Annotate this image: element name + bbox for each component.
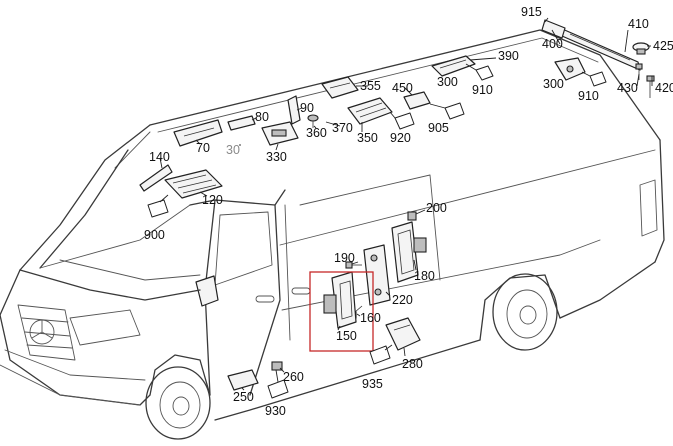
flag-930 — [267, 369, 289, 399]
part-190-screw[interactable] — [345, 261, 362, 269]
part-70-housing[interactable] — [173, 119, 223, 147]
callout-140: 140 — [149, 150, 170, 164]
callout-160: 160 — [360, 311, 381, 325]
callout-910-left: 910 — [472, 83, 493, 97]
part-355-panel[interactable] — [321, 76, 359, 99]
callout-915: 915 — [521, 5, 542, 19]
callout-410: 410 — [628, 17, 649, 31]
callout-labels: 915 410 400 425 390 300 910 300 910 430 … — [144, 5, 673, 418]
callout-330: 330 — [266, 150, 287, 164]
callout-930: 930 — [265, 404, 286, 418]
flag-905 — [429, 102, 465, 120]
callout-430: 430 — [617, 81, 638, 95]
flag-920 — [389, 111, 415, 130]
callout-250: 250 — [233, 390, 254, 404]
callout-200: 200 — [426, 201, 447, 215]
callout-260: 260 — [283, 370, 304, 384]
part-180-handle-housing[interactable] — [391, 221, 427, 283]
callout-425: 425 — [653, 39, 673, 53]
van-body-outline — [0, 29, 665, 440]
callout-180: 180 — [414, 269, 435, 283]
part-150-latch[interactable] — [323, 271, 357, 329]
callout-190: 190 — [334, 251, 355, 265]
callout-350: 350 — [357, 131, 378, 145]
callout-90: 90 — [300, 101, 314, 115]
callout-910-right: 910 — [578, 89, 599, 103]
part-400-end-cap[interactable] — [541, 19, 566, 39]
callout-80: 80 — [255, 110, 269, 124]
callout-400: 400 — [542, 37, 563, 51]
part-330-lamp[interactable] — [261, 121, 299, 146]
part-250-lamp[interactable] — [227, 369, 259, 391]
flag-900 — [147, 194, 169, 218]
callout-355: 355 — [360, 79, 381, 93]
flag-910b — [581, 71, 607, 87]
callout-30: 30 — [226, 143, 240, 157]
callout-300-left: 300 — [437, 75, 458, 89]
part-120-control-unit[interactable] — [164, 169, 223, 199]
callout-450: 450 — [392, 81, 413, 95]
callout-300-right: 300 — [543, 77, 564, 91]
part-260-connector[interactable] — [271, 361, 283, 371]
part-90-clip[interactable] — [287, 95, 301, 125]
callout-935: 935 — [362, 377, 383, 391]
leader-lines — [159, 17, 653, 391]
part-300-lamp-right[interactable] — [554, 57, 586, 81]
callout-280: 280 — [402, 357, 423, 371]
callout-220: 220 — [392, 293, 413, 307]
callout-70: 70 — [196, 141, 210, 155]
part-360-screw[interactable] — [307, 114, 319, 128]
part-80-lamp[interactable] — [227, 115, 256, 131]
part-140-cylinder[interactable] — [139, 164, 173, 192]
part-390-lamp[interactable] — [431, 55, 476, 77]
part-220-bracket[interactable] — [363, 244, 391, 306]
callout-360: 360 — [306, 126, 327, 140]
part-430-screw[interactable] — [635, 63, 643, 80]
callout-920: 920 — [390, 131, 411, 145]
callout-370: 370 — [332, 121, 353, 135]
flag-935 — [369, 344, 393, 365]
part-280-lamp[interactable] — [385, 317, 421, 351]
callout-905: 905 — [428, 121, 449, 135]
callout-120: 120 — [202, 193, 223, 207]
highlight-box-150 — [309, 271, 374, 352]
part-425-knob[interactable] — [632, 42, 650, 55]
callout-150: 150 — [336, 329, 357, 343]
callout-900: 900 — [144, 228, 165, 242]
part-450-lamp[interactable] — [403, 91, 431, 110]
part-200-connector[interactable] — [407, 211, 417, 221]
callout-420: 420 — [655, 81, 673, 95]
callout-390: 390 — [498, 49, 519, 63]
part-420-bolt[interactable] — [646, 75, 655, 98]
part-350-module[interactable] — [347, 97, 393, 125]
flag-910a — [465, 63, 494, 81]
